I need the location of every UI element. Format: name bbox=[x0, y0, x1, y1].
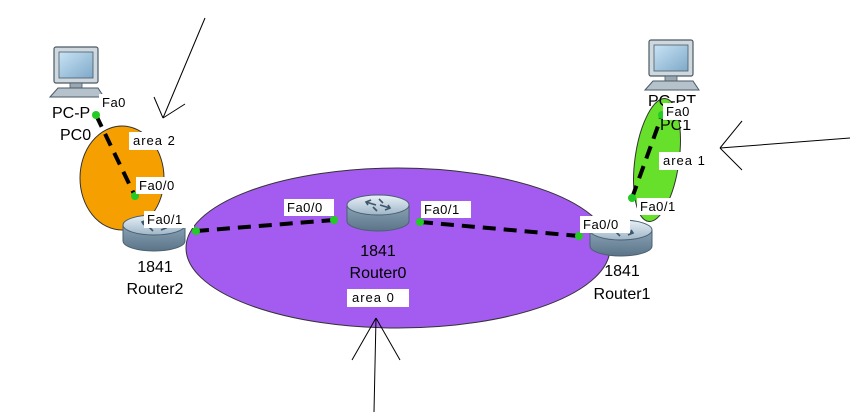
port-label-router1-fa01: Fa0/1 bbox=[640, 199, 676, 214]
links bbox=[94, 114, 664, 238]
annotation-arrow-area-2 bbox=[153, 17, 206, 119]
port-dot-router0-fa00 bbox=[330, 216, 338, 224]
pc1[interactable]: PC-PT PC1 bbox=[643, 39, 700, 134]
router-icon bbox=[346, 194, 410, 232]
pc1-name: PC1 bbox=[660, 117, 691, 134]
port-label-router2-fa01: Fa0/1 bbox=[147, 212, 183, 227]
port-label-router0-fa01: Fa0/1 bbox=[424, 202, 460, 217]
router2-model: 1841 bbox=[137, 259, 173, 276]
port-dot-router0-fa01 bbox=[416, 218, 424, 226]
link-router2-router0[interactable] bbox=[195, 218, 335, 233]
port-label-router1-fa00: Fa0/0 bbox=[583, 217, 619, 232]
area-1-label: area 1 bbox=[663, 153, 706, 168]
area-labels: area 2 area 1 area 0 bbox=[129, 132, 719, 307]
router0[interactable]: 1841 Router0 bbox=[346, 194, 410, 282]
annotation-arrow-area-0 bbox=[351, 317, 401, 413]
pc-icon bbox=[48, 46, 105, 98]
annotation-arrow-area-1 bbox=[719, 120, 850, 171]
port-dot-router1-fa00 bbox=[575, 232, 583, 240]
link-router1-pc1[interactable] bbox=[630, 114, 664, 199]
area-0-label: area 0 bbox=[352, 290, 395, 305]
router1-name: Router1 bbox=[594, 286, 651, 303]
port-label-pc0-fa0: Fa0 bbox=[102, 95, 126, 110]
port-labels: Fa0 Fa0/0 Fa0/1 Fa0/0 Fa0/1 Fa0/0 Fa0/1 … bbox=[99, 94, 696, 233]
port-dot-pc0-fa0 bbox=[92, 111, 100, 119]
port-dot-router2-fa01 bbox=[192, 227, 200, 235]
router0-model: 1841 bbox=[360, 243, 396, 260]
pc0-name: PC0 bbox=[60, 127, 91, 144]
router2[interactable]: 1841 Router2 bbox=[122, 214, 186, 298]
link-router0-router1[interactable] bbox=[419, 220, 580, 238]
port-dot-router1-fa01 bbox=[628, 194, 636, 202]
port-label-router0-fa00: Fa0/0 bbox=[287, 200, 323, 215]
link-pc0-router2[interactable] bbox=[94, 114, 137, 197]
pc0[interactable]: PC-P PC0 bbox=[48, 46, 105, 144]
router2-name: Router2 bbox=[127, 281, 184, 298]
area-2-label: area 2 bbox=[133, 133, 176, 148]
pc0-type: PC-P bbox=[52, 105, 90, 122]
port-label-pc1-fa0: Fa0 bbox=[666, 104, 690, 119]
port-label-router2-fa00: Fa0/0 bbox=[139, 178, 175, 193]
router0-name: Router0 bbox=[350, 265, 407, 282]
pc-icon bbox=[643, 39, 700, 91]
router1-model: 1841 bbox=[604, 263, 640, 280]
